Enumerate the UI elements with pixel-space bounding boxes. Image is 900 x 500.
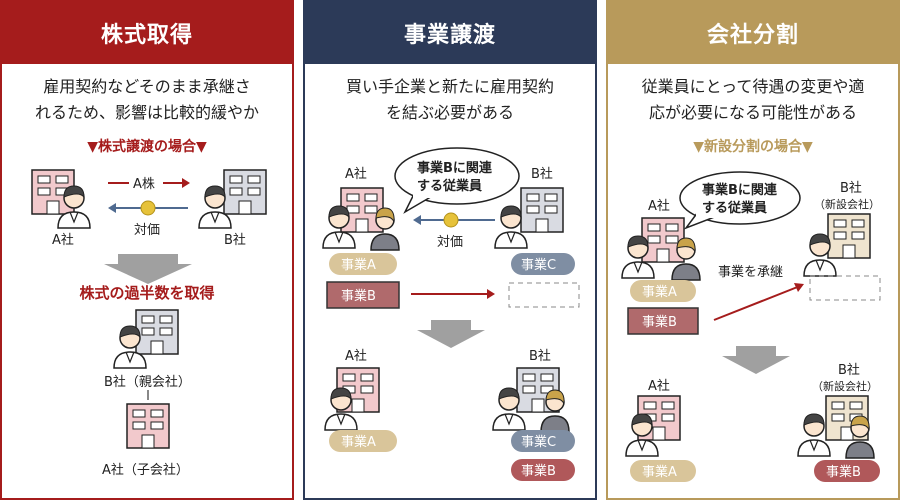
business-a-pill xyxy=(329,430,397,452)
empty-slot xyxy=(809,275,881,301)
company-a-label: A社 xyxy=(52,232,74,248)
business-a-pill xyxy=(630,460,696,482)
panel-description: 買い手企業と新たに雇用契約 を結ぶ必要がある xyxy=(305,74,595,126)
business-a-label: 事業A xyxy=(341,257,376,273)
business-b-label: 事業B xyxy=(521,463,556,479)
business-c-label: 事業C xyxy=(521,257,556,273)
company-b-label: B社 xyxy=(840,180,862,196)
new-company-building xyxy=(803,213,871,277)
desc-line: を結ぶ必要がある xyxy=(385,103,514,122)
case-label: ▼株式譲渡の場合▼ xyxy=(87,139,207,155)
inherit-label: 事業を承継 xyxy=(718,264,783,280)
new-company-label: （新設会社） xyxy=(814,197,880,211)
desc-line: 雇用契約などそのまま承継さ xyxy=(43,77,251,96)
child-label: A社（子会社） xyxy=(102,462,189,478)
speech-bubble xyxy=(394,147,520,214)
empty-slot xyxy=(508,282,580,308)
panel-company-split: 会社分割 従業員にとって待遇の変更や適 応が必要になる可能性がある ▼新設分割の… xyxy=(606,0,900,500)
parent-label: B社（親会社） xyxy=(104,374,191,390)
business-b-box xyxy=(326,281,400,309)
panel-description: 雇用契約などそのまま承継さ れるため、影響は比較的緩やか xyxy=(2,74,292,126)
business-c-label: 事業C xyxy=(521,434,556,450)
child-building xyxy=(126,403,170,449)
panel2-illustration: 事業Bに関連 する従業員 A社 B社 対価 事業A xyxy=(322,147,580,481)
desc-line: れるため、影響は比較的緩やか xyxy=(34,103,259,122)
panel-description: 従業員にとって待遇の変更や適 応が必要になる可能性がある xyxy=(608,74,898,126)
company-b-label: B社 xyxy=(224,232,246,248)
coin-icon xyxy=(443,212,459,228)
company-a-label: A社 xyxy=(345,348,367,364)
business-a-label: 事業A xyxy=(341,434,376,450)
stock-label: A株 xyxy=(133,177,155,192)
business-a-pill xyxy=(329,253,397,275)
bubble-line: 事業Bに関連 xyxy=(702,182,778,198)
company-b-label: B社 xyxy=(531,166,553,182)
business-b-box xyxy=(627,307,699,335)
company-a-building xyxy=(625,395,681,457)
panel-share-acquisition: 株式取得 雇用契約などそのまま承継さ れるため、影響は比較的緩やか ▼株式譲渡の… xyxy=(0,0,294,500)
business-c-pill xyxy=(511,430,575,452)
business-c-pill xyxy=(511,253,575,275)
inherit-arrow xyxy=(713,285,801,321)
business-b-pill xyxy=(511,459,575,481)
panel3-illustration: 事業Bに関連 する従業員 A社 B社 （新設会社） 事業を承継 事業A 事業B xyxy=(621,171,881,482)
desc-line: 応が必要になる可能性がある xyxy=(648,103,857,122)
business-b-label: 事業B xyxy=(341,288,376,304)
price-label: 対価 xyxy=(134,223,160,238)
panel-title: 会社分割 xyxy=(608,2,898,64)
result-label: 株式の過半数を取得 xyxy=(79,284,215,302)
new-company-label: （新設会社） xyxy=(812,379,878,393)
down-arrow-icon xyxy=(417,320,485,348)
company-a-building xyxy=(322,187,400,251)
panel-title: 株式取得 xyxy=(2,2,292,64)
bubble-line: 事業Bに関連 xyxy=(417,160,493,176)
company-a-label: A社 xyxy=(648,378,670,394)
company-b-building xyxy=(492,367,570,433)
speech-bubble xyxy=(679,171,801,230)
business-a-label: 事業A xyxy=(642,284,677,300)
business-b-label: 事業B xyxy=(826,464,861,480)
company-b-label: B社 xyxy=(529,348,551,364)
bubble-line: する従業員 xyxy=(702,200,767,216)
down-arrow-icon xyxy=(722,346,790,374)
bubble-line: する従業員 xyxy=(417,178,482,194)
business-b-pill xyxy=(814,460,880,482)
price-label: 対価 xyxy=(437,235,463,250)
down-arrow-icon xyxy=(104,254,192,284)
business-a-label: 事業A xyxy=(642,464,677,480)
parent-building xyxy=(113,309,179,369)
panel-title: 事業譲渡 xyxy=(305,2,595,64)
panel1-illustration: A社 B社 A株 対価 B社（親会社） xyxy=(31,169,267,478)
case-label: ▼新設分割の場合▼ xyxy=(693,139,813,155)
business-b-label: 事業B xyxy=(642,314,677,330)
company-b-building xyxy=(494,187,564,249)
coin-icon xyxy=(140,200,156,216)
company-b-label: B社 xyxy=(838,362,860,378)
company-a-label: A社 xyxy=(345,166,367,182)
company-a-label: A社 xyxy=(648,198,670,214)
company-b-building xyxy=(198,169,267,229)
new-company-building xyxy=(797,395,875,459)
desc-line: 従業員にとって待遇の変更や適 xyxy=(641,77,865,96)
company-a-building xyxy=(324,367,380,431)
company-a-building xyxy=(31,169,91,229)
business-a-pill xyxy=(630,280,696,302)
desc-line: 買い手企業と新たに雇用契約 xyxy=(345,77,554,96)
panel-business-transfer: 事業譲渡 買い手企業と新たに雇用契約 を結ぶ必要がある xyxy=(303,0,597,500)
